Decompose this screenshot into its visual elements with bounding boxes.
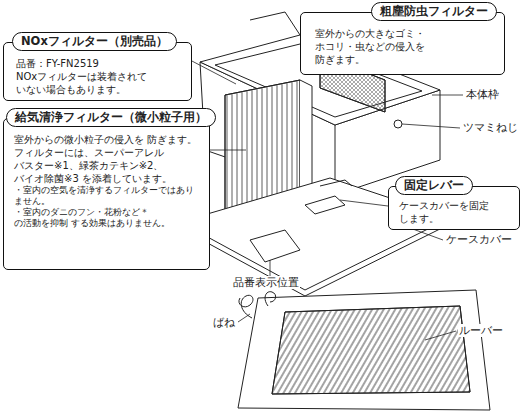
louver-grille — [272, 306, 470, 394]
part-label: ばね — [212, 316, 236, 329]
cover-slot — [305, 196, 345, 214]
part-label: ケースカバー — [445, 233, 513, 246]
callout-body: フィルターには、スーパーアレル バスター※1、緑茶カテキン※2、 バイオ除菌※3… — [14, 146, 201, 185]
leader-line — [425, 331, 456, 340]
louver — [238, 290, 490, 410]
part-label: 本体枠 — [465, 88, 500, 101]
callout-note: ・室内のダニのフン・花粉など＊の活動を抑制 する効果はありません。 — [14, 207, 201, 229]
callout-box: 固定レバーケースカバーを固定 します。 — [388, 186, 520, 230]
callout-heading: 給気清浄フィルター（微小粒子用） — [6, 108, 216, 127]
callout-box: NOxフィルター（別売品）品番：FY-FN2519 NOxフィルターは装着されて… — [3, 42, 192, 101]
callout-heading: 粗塵防虫フィルター — [371, 2, 497, 21]
louver-panel — [238, 290, 490, 410]
label-plate — [250, 230, 300, 262]
callout-heading: 固定レバー — [395, 176, 473, 195]
leader-line — [210, 150, 246, 151]
callout-body: ケースカバーを固定 します。 — [399, 199, 511, 225]
callout-note: ・室内の空気を清浄するフィルターではあり ません。 — [14, 185, 201, 207]
leader-line — [270, 260, 271, 276]
leader-line — [432, 95, 463, 96]
grille-border — [272, 306, 470, 394]
callout-heading: NOxフィルター（別売品） — [12, 32, 177, 51]
leader-line — [190, 60, 236, 84]
knob-screw — [394, 120, 402, 128]
callout-box: 給気清浄フィルター（微小粒子用）室外からの微小粒子の侵入を 防ぎます。フィルター… — [3, 118, 210, 270]
springs — [239, 292, 276, 318]
part-label: ツマミねじ — [462, 121, 519, 134]
spring — [265, 292, 276, 306]
spring — [239, 295, 253, 318]
callout-body: 室外からの微小粒子の侵入を 防ぎます。 — [14, 133, 201, 146]
leader-line — [402, 124, 460, 128]
leader-line — [340, 200, 388, 206]
leader-line — [238, 314, 250, 322]
flange — [250, 12, 300, 35]
part-label: 品番表示位置 — [232, 276, 300, 289]
part-label: ルーバー — [458, 324, 504, 337]
callout-body: 品番：FY-FN2519 NOxフィルターは装着されて いない場合もあります。 — [16, 57, 181, 96]
fix-lever — [320, 180, 352, 186]
callout-box: 粗塵防虫フィルター室外からの大きなゴミ・ ホコリ・虫などの侵入を 防ぎます。 — [300, 12, 505, 75]
callout-body: 室外からの大きなゴミ・ ホコリ・虫などの侵入を 防ぎます。 — [315, 27, 454, 66]
